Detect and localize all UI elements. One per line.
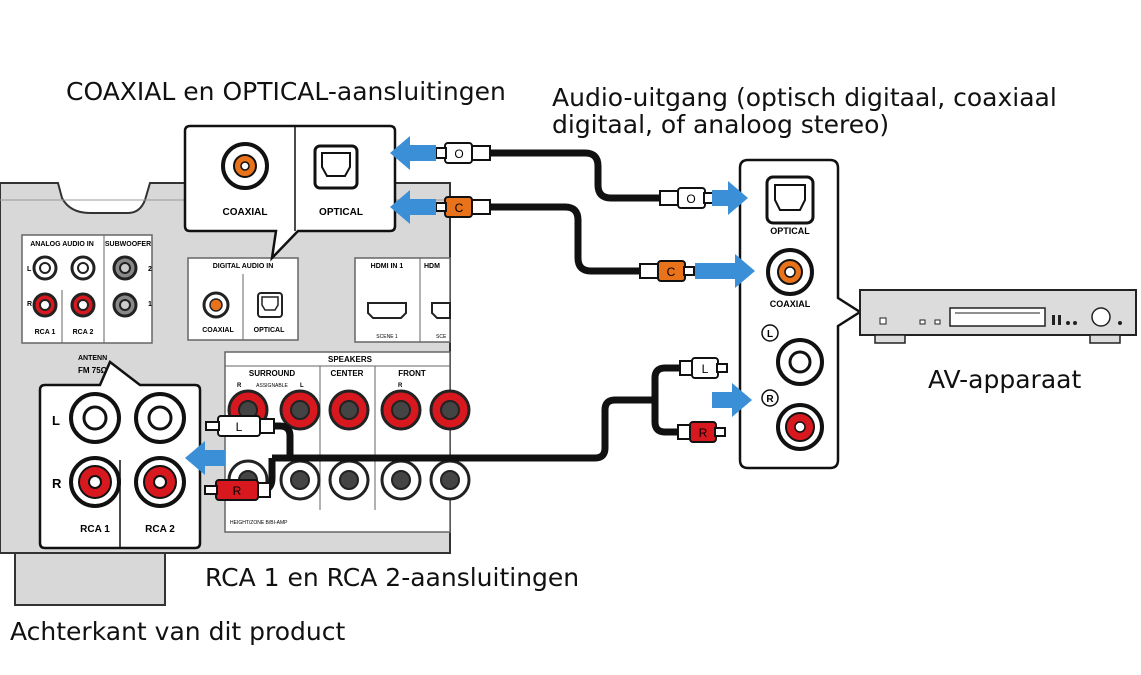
callout-r-label: R xyxy=(52,476,62,491)
av-device-caption: AV-apparaat xyxy=(928,365,1082,394)
coax-optical-caption: COAXIAL en OPTICAL-aansluitingen xyxy=(66,77,506,106)
callout-l-label: L xyxy=(52,413,60,428)
callout-rca-inputs: L R RCA 1 RCA 2 xyxy=(38,360,202,550)
assignable-label: ASSIGNABLE xyxy=(256,383,288,389)
right-plug-av-label: R xyxy=(699,426,708,440)
arrow-rca-in xyxy=(185,441,225,475)
rca-caption: RCA 1 en RCA 2-aansluitingen xyxy=(205,563,580,592)
front-label: FRONT xyxy=(398,369,426,378)
audio-out-caption-line2: digitaal, of analoog stereo) xyxy=(552,110,890,139)
coaxial-plug-receiver: C xyxy=(435,196,491,218)
subwoofer-label: SUBWOOFER xyxy=(105,241,151,248)
arrow-coaxial-out xyxy=(695,254,755,288)
audio-out-caption-line1: Audio-uitgang (optisch digitaal, coaxiaa… xyxy=(552,83,1057,112)
coaxial-plug-av-label: C xyxy=(667,265,676,279)
hdmi-in-2-label: HDM xyxy=(424,263,440,270)
callout-rca2-label: RCA 2 xyxy=(145,524,175,535)
hdmi-block xyxy=(354,257,451,343)
av-optical-label: OPTICAL xyxy=(770,226,810,236)
right-plug-receiver: R xyxy=(204,479,271,501)
arrow-optical-in xyxy=(390,136,436,170)
av-r-label: R xyxy=(766,394,774,405)
small-r-label: R xyxy=(27,301,32,308)
optical-plug-av-label: O xyxy=(686,192,695,206)
optical-plug-receiver: O xyxy=(435,142,491,164)
fm-label: FM 75Ω xyxy=(78,366,108,375)
arrow-analog-out xyxy=(712,383,752,417)
coaxial-plug-receiver-label: C xyxy=(455,201,464,215)
left-plug-av: L xyxy=(679,357,728,379)
analog-in-label: ANALOG AUDIO IN xyxy=(30,241,94,248)
av-device-panel: OPTICAL COAXIAL L R xyxy=(738,158,863,470)
callout-coaxial-label: COAXIAL xyxy=(223,207,268,218)
sub-1-label: 1 xyxy=(148,301,152,308)
scene-1-label: SCENE 1 xyxy=(376,334,398,340)
height-zone-label: HEIGHT/ZONE B/BI-AMP xyxy=(230,520,288,526)
av-coaxial-label: COAXIAL xyxy=(770,299,811,309)
left-plug-receiver-label: L xyxy=(236,420,243,434)
small-optical-label: OPTICAL xyxy=(254,327,285,334)
hdmi-in-1-label: HDMI IN 1 xyxy=(371,263,404,270)
callout-rca1-label: RCA 1 xyxy=(80,524,110,535)
plugs: O O C C L xyxy=(204,142,728,501)
av-device-illustration xyxy=(859,289,1137,344)
callout-digital-inputs: COAXIAL OPTICAL xyxy=(183,124,397,262)
small-rca-jacks xyxy=(32,255,138,318)
left-plug-receiver: L xyxy=(205,415,275,437)
center-label: CENTER xyxy=(331,369,364,378)
cables xyxy=(258,149,705,494)
optical-plug-av: O xyxy=(659,187,715,209)
speakers-block xyxy=(224,351,451,533)
speakers-label: SPEAKERS xyxy=(328,355,373,364)
small-l-label: L xyxy=(27,266,32,273)
signal-arrows xyxy=(185,136,755,475)
digital-in-label: DIGITAL AUDIO IN xyxy=(213,263,274,270)
small-coaxial-label: COAXIAL xyxy=(202,327,234,334)
surround-label: SURROUND xyxy=(249,369,295,378)
surround-l-label: L xyxy=(300,383,304,389)
coaxial-plug-av: C xyxy=(639,260,695,282)
optical-plug-receiver-label: O xyxy=(454,147,463,161)
sub-2-label: 2 xyxy=(148,266,152,273)
right-plug-av: R xyxy=(677,421,726,443)
analog-in-block xyxy=(21,234,153,344)
antenna-label: ANTENN xyxy=(78,355,107,362)
rear-panel-caption: Achterkant van dit product xyxy=(10,617,346,646)
av-l-label: L xyxy=(767,329,773,340)
arrow-coaxial-in xyxy=(390,190,436,224)
front-r-label: R xyxy=(398,383,403,389)
surround-r-label: R xyxy=(237,383,242,389)
callout-optical-label: OPTICAL xyxy=(319,207,363,218)
small-rca1-label: RCA 1 xyxy=(35,329,56,336)
small-rca2-label: RCA 2 xyxy=(73,329,94,336)
scene-2-label: SCE xyxy=(436,334,447,340)
arrow-optical-out xyxy=(712,181,748,215)
receiver-foot xyxy=(14,552,166,606)
right-plug-receiver-label: R xyxy=(233,484,242,498)
left-plug-av-label: L xyxy=(702,362,709,376)
